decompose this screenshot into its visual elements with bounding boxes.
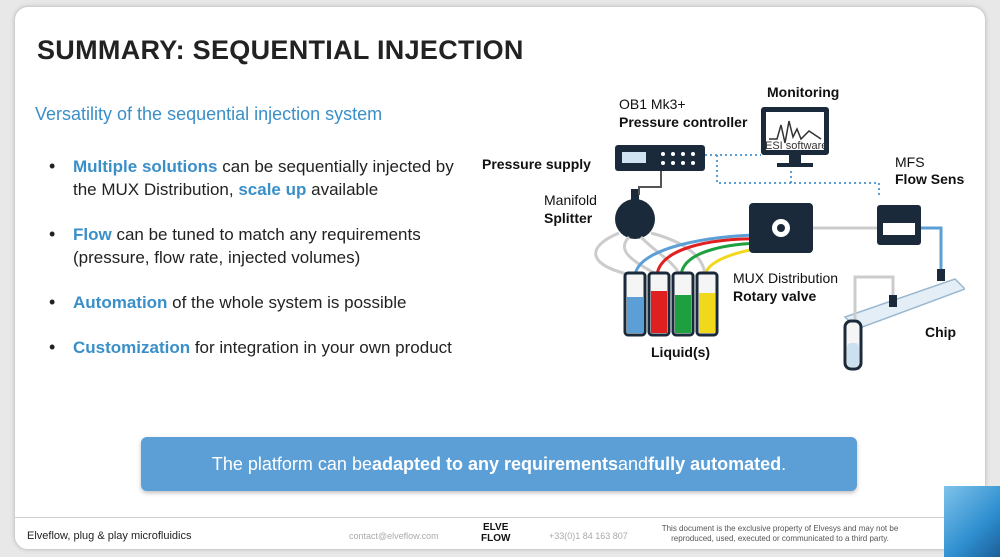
monitoring-label: Monitoring [767,84,839,100]
footer-email: contact@elveflow.com [349,531,439,541]
footer-tagline: Elveflow, plug & play microfluidics [27,530,192,542]
bullet-highlight-2: scale up [238,180,307,199]
manifold-icon [615,189,655,239]
rotary-valve-icon [749,203,813,253]
elveflow-logo: ELVE FLOW [481,522,510,544]
bullet-highlight: Customization [73,338,191,357]
logo-line-2: FLOW [481,533,511,544]
bullet-text: can be sequentially injected by the MUX … [73,157,454,199]
pressure-controller-icon [615,145,705,171]
slide-footer: Elveflow, plug & play microfluidics cont… [15,517,985,549]
bullet-highlight: Automation [73,293,168,312]
bullet-highlight: Multiple solutions [73,157,218,176]
setup-diagram: Monitoring ESI software OB1 Mk3+ Pressur… [482,84,965,371]
bullet-text: of the whole system is possible [167,293,407,312]
mfs-label-2: Flow Sensor [895,171,965,187]
logo-line-1: ELVE [483,522,509,533]
slide: SUMMARY: SEQUENTIAL INJECTION Versatilit… [14,6,986,550]
mfs-label: MFS [895,154,925,170]
slide-title: SUMMARY: SEQUENTIAL INJECTION [37,35,524,65]
bullet-highlight: Flow [73,225,112,244]
ob1-label: OB1 Mk3+ [619,96,686,112]
ob1-label-2: Pressure controller [619,114,748,130]
banner-text-2: and [618,453,649,474]
mux-label-2: Rotary valve [733,288,816,304]
slide-subtitle: Versatility of the sequential injection … [35,104,383,124]
bullet-item: Customization for integration in your ow… [47,336,467,359]
footer-phone: +33(0)1 84 163 807 [549,531,628,541]
pressure-supply-label: Pressure supply [482,156,591,172]
summary-banner: The platform can be adapted to any requi… [141,437,857,491]
bullet-item: Flow can be tuned to match any requireme… [47,223,467,269]
esi-label: ESI software [765,140,827,152]
banner-bold-1: adapted to any requirements [371,453,619,474]
video-thumbnail [944,486,1000,557]
bullet-item: Multiple solutions can be sequentially i… [47,155,467,201]
manifold-label-2: Splitter [544,210,593,226]
chip-label: Chip [925,324,956,340]
footer-legal: This document is the exclusive property … [661,524,899,543]
manifold-label: Manifold [544,192,597,208]
mux-label: MUX Distribution [733,270,838,286]
banner-bold-2: fully automated [648,453,782,474]
bullet-list: Multiple solutions can be sequentially i… [47,155,467,381]
bullet-item: Automation of the whole system is possib… [47,291,467,314]
banner-text-3: . [781,453,787,474]
liquids-label: Liquid(s) [651,344,710,360]
bullet-text-2: available [306,180,379,199]
monitor-icon [761,107,829,167]
bullet-text: can be tuned to match any requirements (… [73,225,421,267]
banner-text: The platform can be [211,453,372,474]
outlet-tube-icon [843,319,863,371]
liquid-vials [623,271,719,337]
flow-sensor-icon [877,205,921,245]
bullet-text: for integration in your own product [190,338,452,357]
